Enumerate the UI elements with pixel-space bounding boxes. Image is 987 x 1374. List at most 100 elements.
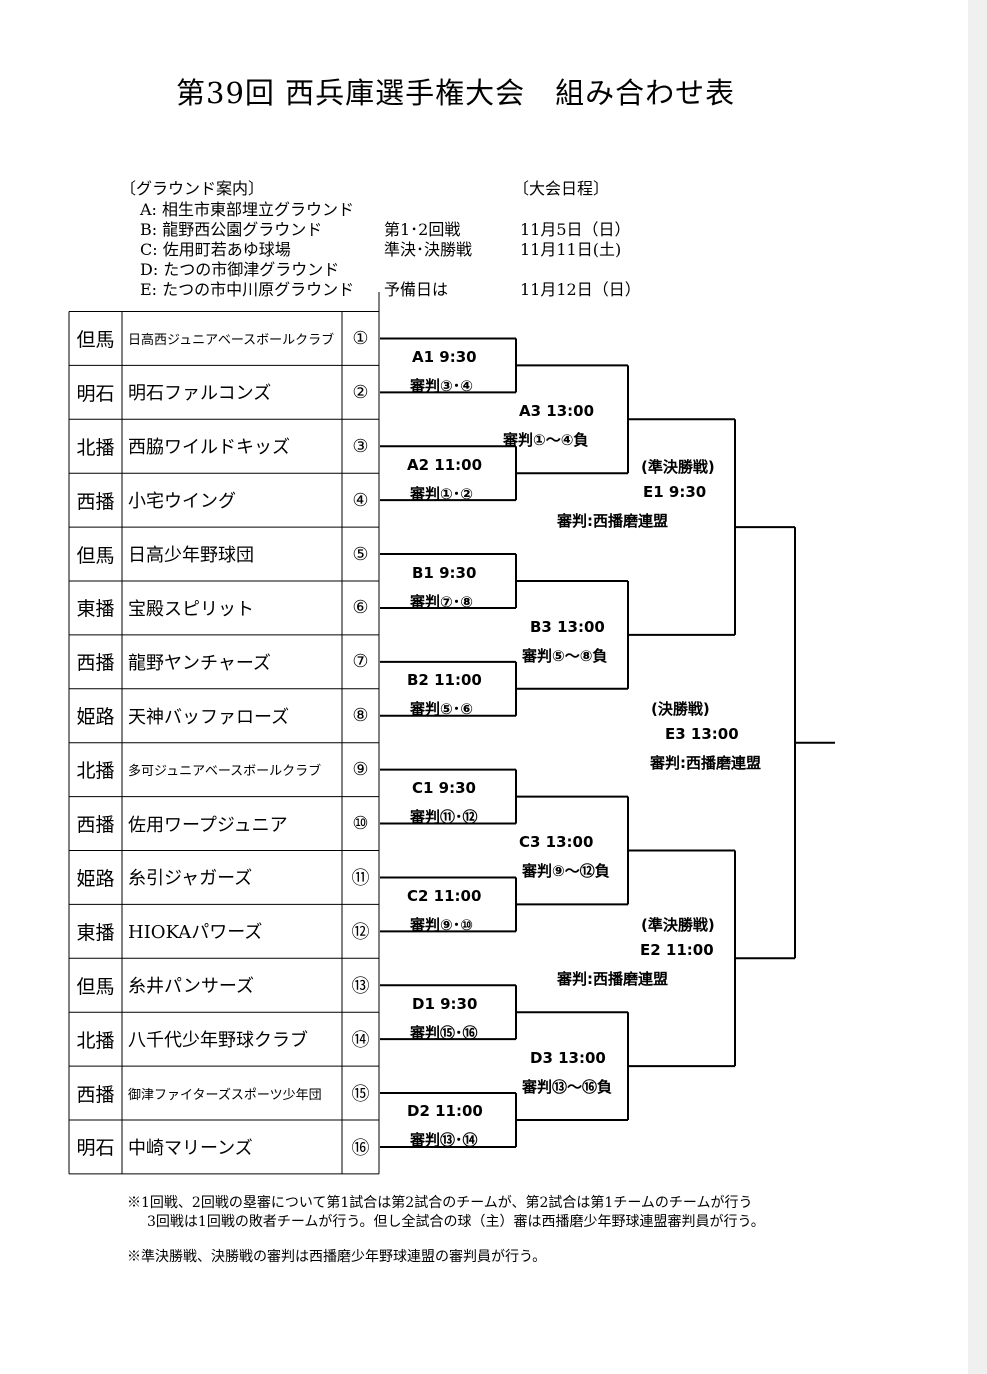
- team-name: 御津ファイターズスポーツ少年団: [128, 1087, 322, 1103]
- team-number: ④: [352, 489, 369, 511]
- schedule-reserve-date: 11月12日（日）: [520, 280, 641, 299]
- team-number: ⑯: [351, 1137, 370, 1159]
- team-region: 西播: [76, 814, 115, 837]
- game-e2-umpire: 審判:西播磨連盟: [557, 970, 668, 988]
- note-3: ※準決勝戦、決勝戦の審判は西播磨少年野球連盟の審判員が行う。: [127, 1249, 547, 1265]
- page-title: 第39回 西兵庫選手権大会 組み合わせ表: [176, 76, 736, 110]
- game-a2-umpire: 審判①･②: [410, 485, 473, 503]
- team-name: 天神バッファローズ: [128, 706, 290, 728]
- team-name: 佐用ワープジュニア: [128, 814, 288, 836]
- ground-c: C: 佐用町若あゆ球場: [140, 240, 291, 259]
- game-c1-umpire: 審判⑪･⑫: [410, 808, 478, 826]
- game-d2-time: D2 11:00: [407, 1102, 483, 1120]
- schedule-round12-date: 11月5日（日）: [520, 220, 631, 239]
- ground-a: A: 相生市東部埋立グラウンド: [140, 200, 355, 219]
- page-edge: [968, 0, 987, 1374]
- team-region: 北播: [76, 1029, 115, 1052]
- game-d3-time: D3 13:00: [530, 1049, 606, 1067]
- team-name: 八千代少年野球クラブ: [128, 1030, 308, 1052]
- game-d1-time: D1 9:30: [412, 995, 478, 1013]
- game-b1-umpire: 審判⑦･⑧: [410, 593, 473, 611]
- game-b2-time: B2 11:00: [407, 671, 482, 689]
- game-b3-umpire: 審判⑤～⑧負: [522, 647, 608, 665]
- team-region: 北播: [76, 436, 115, 459]
- schedule-round12-label: 第1･2回戦: [384, 220, 461, 239]
- schedule-final-label: 準決･決勝戦: [384, 240, 473, 259]
- schedule-final-date: 11月11日(土): [520, 240, 622, 259]
- team-region: 東播: [76, 598, 115, 621]
- team-name: HIOKAパワーズ: [128, 922, 263, 944]
- team-name: 日高西ジュニアベースボールクラブ: [128, 332, 335, 348]
- team-number: ⑩: [352, 813, 369, 835]
- team-region: 姫路: [76, 867, 115, 890]
- team-region: 但馬: [76, 975, 115, 998]
- team-number: ⑮: [351, 1084, 370, 1106]
- grounds-header: 〔グラウンド案内〕: [120, 179, 265, 198]
- game-e3-umpire: 審判:西播磨連盟: [650, 754, 761, 772]
- game-c1-time: C1 9:30: [412, 779, 476, 797]
- team-region: 東播: [76, 921, 115, 944]
- team-name: 糸井パンサーズ: [128, 976, 254, 998]
- game-b3-time: B3 13:00: [530, 618, 605, 636]
- team-region: 西播: [76, 652, 115, 675]
- game-b1-time: B1 9:30: [412, 564, 477, 582]
- ground-e: E: たつの市中川原グラウンド: [140, 280, 355, 299]
- game-c3-time: C3 13:00: [519, 833, 594, 851]
- team-region: 西播: [76, 490, 115, 513]
- team-name: 多可ジュニアベースボールクラブ: [128, 764, 322, 780]
- team-region: 明石: [76, 1137, 115, 1160]
- game-d2-umpire: 審判⑬･⑭: [410, 1131, 478, 1149]
- schedule-header: 〔大会日程〕: [513, 179, 610, 198]
- game-d3-umpire: 審判⑬～⑯負: [522, 1078, 613, 1096]
- team-region: 北播: [76, 760, 115, 783]
- team-number: ⑦: [352, 651, 369, 673]
- game-a3-time: A3 13:00: [519, 402, 595, 420]
- game-e1-round: (準決勝戦): [641, 458, 715, 476]
- team-region: 姫路: [76, 706, 115, 729]
- game-e3-time: E3 13:00: [665, 725, 739, 743]
- ground-d: D: たつの市御津グラウンド: [140, 260, 340, 279]
- ground-b: B: 龍野西公園グラウンド: [140, 220, 323, 239]
- team-number: ⑥: [352, 597, 369, 619]
- note-1: ※1回戦、2回戦の塁審について第1試合は第2試合のチームが、第2試合は第1チーム…: [127, 1195, 753, 1211]
- game-c2-umpire: 審判⑨･⑩: [410, 916, 473, 934]
- team-number: ①: [352, 327, 369, 349]
- game-a1-time: A1 9:30: [412, 348, 477, 366]
- game-e3-round: (決勝戦): [651, 700, 710, 718]
- note-2: 3回戦は1回戦の敗者チームが行う。但し全試合の球（主）審は西播磨少年野球連盟審判…: [147, 1214, 765, 1230]
- game-e2-time: E2 11:00: [640, 941, 714, 959]
- team-number: ⑫: [351, 922, 370, 944]
- schedule-reserve-label: 予備日は: [384, 280, 449, 299]
- team-number: ⑪: [351, 868, 370, 890]
- team-number: ⑤: [352, 543, 369, 565]
- team-number: ②: [352, 381, 369, 403]
- team-name: 日高少年野球団: [128, 545, 254, 567]
- team-region: 西播: [76, 1083, 115, 1106]
- game-e1-time: E1 9:30: [643, 483, 707, 501]
- team-name: 中崎マリーンズ: [128, 1137, 253, 1159]
- team-name: 小宅ウイング: [128, 491, 236, 513]
- team-name: 糸引ジャガーズ: [128, 868, 253, 890]
- team-name: 明石ファルコンズ: [128, 383, 272, 405]
- game-c2-time: C2 11:00: [407, 887, 482, 905]
- team-name: 龍野ヤンチャーズ: [128, 652, 271, 674]
- team-number: ⑨: [352, 759, 369, 781]
- game-d1-umpire: 審判⑮･⑯: [410, 1024, 478, 1042]
- team-region: 但馬: [76, 328, 115, 351]
- team-region: 明石: [76, 382, 115, 405]
- game-e2-round: (準決勝戦): [641, 916, 715, 934]
- game-b2-umpire: 審判⑤･⑥: [410, 700, 473, 718]
- team-name: 宝殿スピリット: [128, 598, 254, 620]
- game-a2-time: A2 11:00: [407, 456, 483, 474]
- team-region: 但馬: [76, 544, 115, 567]
- team-number: ⑬: [351, 976, 370, 998]
- game-a3-umpire: 審判①～④負: [503, 431, 589, 449]
- team-number: ⑧: [352, 705, 369, 727]
- game-a1-umpire: 審判③･④: [410, 377, 473, 395]
- game-e1-umpire: 審判:西播磨連盟: [557, 512, 668, 530]
- team-number: ③: [352, 435, 369, 457]
- team-number: ⑭: [351, 1030, 370, 1052]
- game-c3-umpire: 審判⑨～⑫負: [522, 862, 610, 880]
- team-name: 西脇ワイルドキッズ: [128, 437, 290, 459]
